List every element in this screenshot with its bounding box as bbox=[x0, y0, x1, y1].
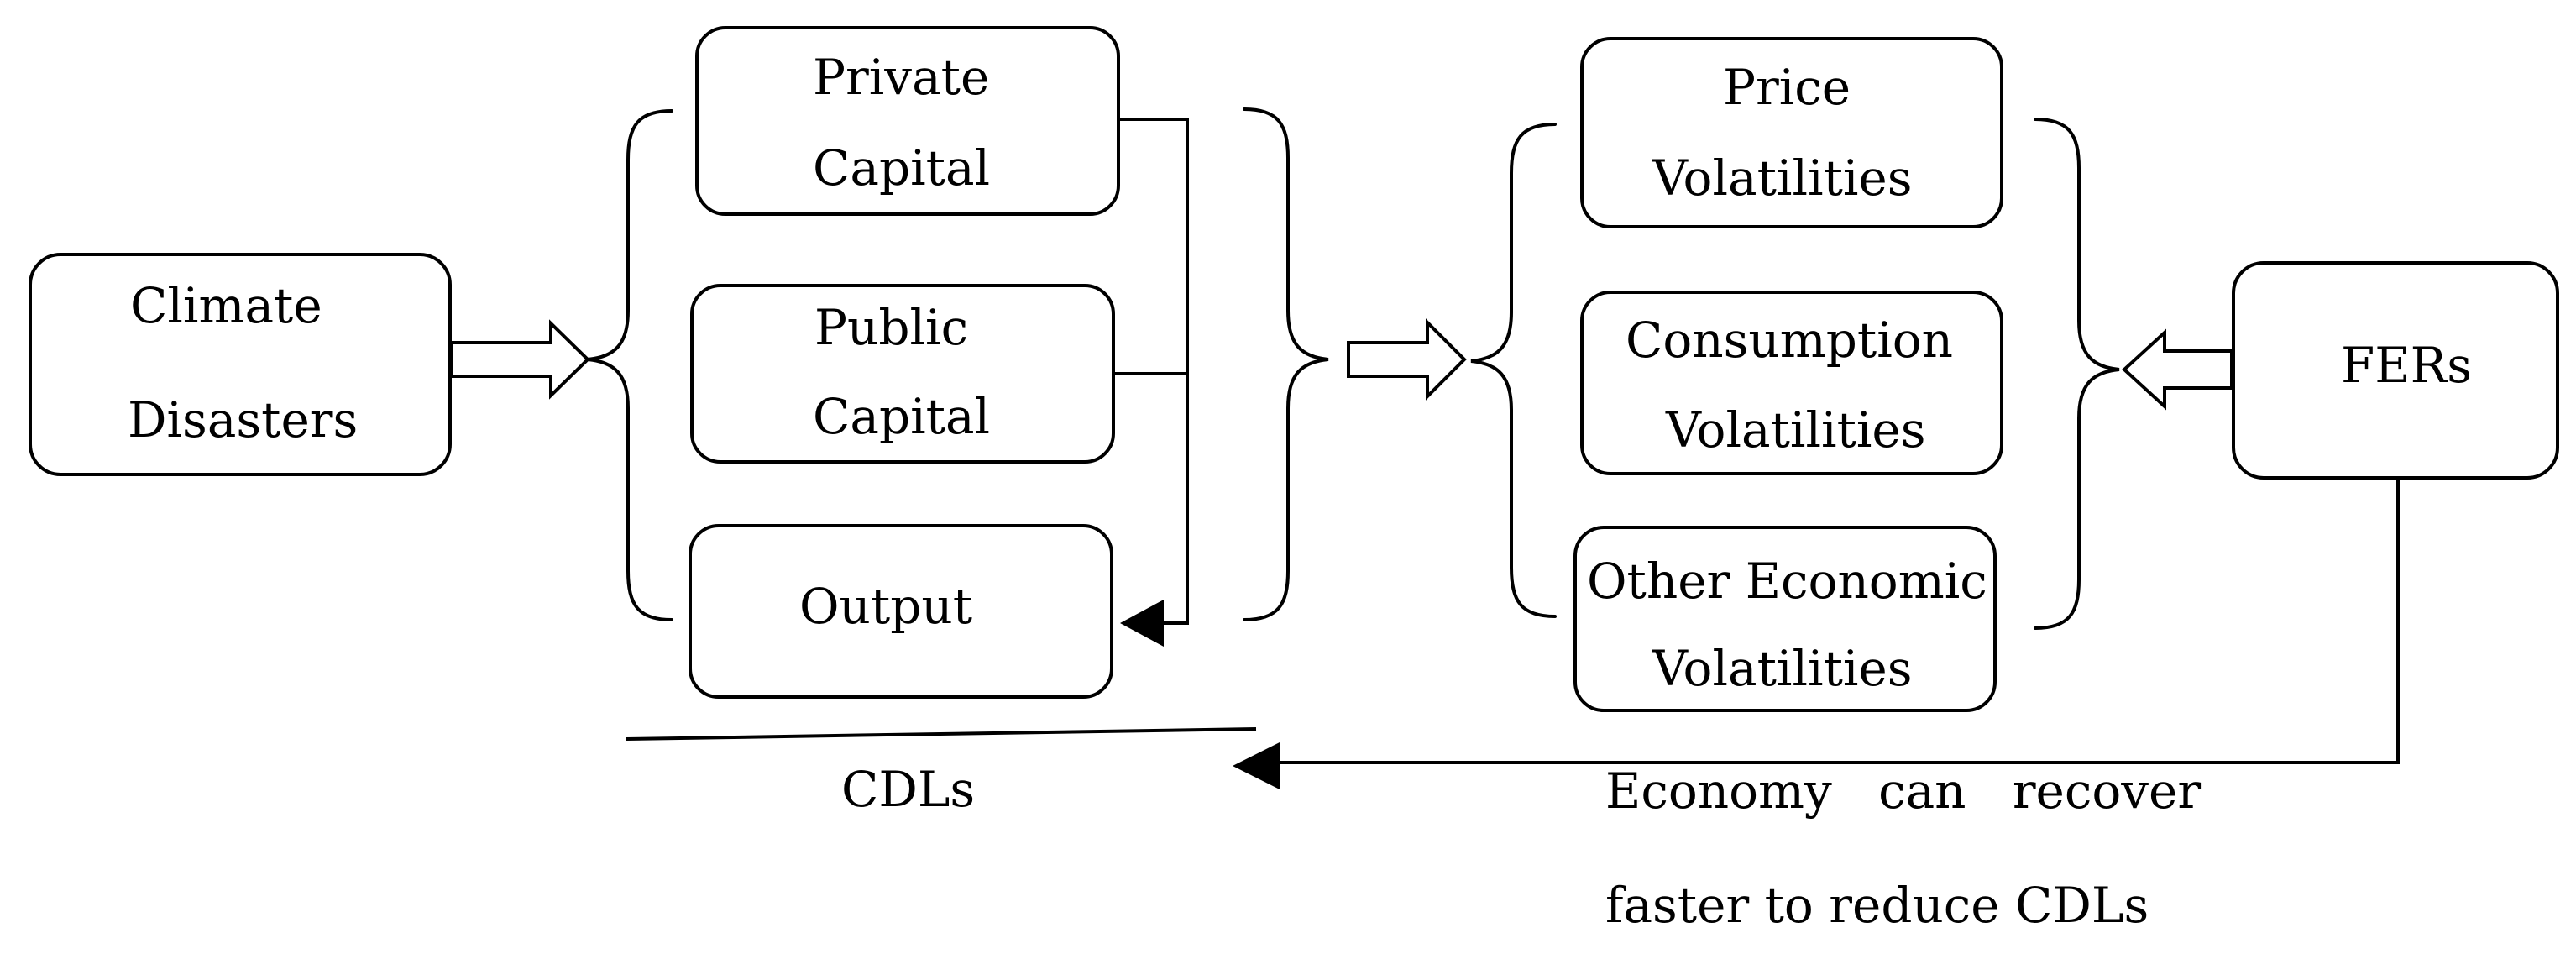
arrow-impacts-to-volatilities bbox=[1347, 318, 1467, 401]
arrowhead-to-cdls bbox=[1233, 742, 1280, 789]
left-brace-impacts bbox=[587, 109, 673, 621]
consumption-volatilities-node: Consumption Volatilities bbox=[1580, 291, 2003, 475]
recovery-note-line1: Economy can recover bbox=[1605, 763, 2201, 820]
climate-disasters-label-line1: Climate bbox=[130, 277, 322, 334]
cdls-label: CDLs bbox=[841, 761, 975, 818]
climate-disasters-label-line2: Disasters bbox=[128, 391, 358, 448]
price-volatilities-label-line1: Price bbox=[1723, 59, 1851, 116]
public-capital-label-line2: Capital bbox=[813, 388, 990, 445]
left-brace-volatilities bbox=[1470, 123, 1557, 618]
climate-disasters-node: Climate Disasters bbox=[29, 253, 452, 476]
price-volatilities-label-line2: Volatilities bbox=[1652, 149, 1913, 207]
arrowhead-to-output bbox=[1120, 600, 1164, 647]
recovery-note-line2: faster to reduce CDLs bbox=[1605, 877, 2149, 934]
arrow-fers-to-volatilities bbox=[2122, 328, 2233, 411]
output-label: Output bbox=[799, 578, 972, 635]
consumption-volatilities-label-line2: Volatilities bbox=[1665, 401, 1926, 459]
public-capital-node: Public Capital bbox=[690, 284, 1115, 464]
connector-fers-to-cdls bbox=[1276, 478, 2400, 764]
right-brace-volatilities bbox=[2034, 118, 2120, 630]
output-node: Output bbox=[689, 524, 1113, 699]
price-volatilities-node: Price Volatilities bbox=[1580, 37, 2003, 228]
other-volatilities-node: Other Economic Volatilities bbox=[1573, 526, 1997, 712]
private-capital-node: Private Capital bbox=[695, 26, 1120, 216]
private-capital-label-line2: Capital bbox=[813, 139, 990, 197]
right-brace-impacts bbox=[1243, 107, 1329, 621]
connector-vertical bbox=[1159, 119, 1189, 625]
fers-label: FERs bbox=[2341, 337, 2472, 394]
public-capital-label-line1: Public bbox=[814, 299, 968, 356]
fers-node: FERs bbox=[2232, 261, 2559, 480]
other-volatilities-label-line2: Volatilities bbox=[1652, 640, 1913, 697]
cdls-underline bbox=[626, 727, 1257, 741]
arrow-climate-to-impacts bbox=[450, 319, 590, 400]
private-capital-label-line1: Private bbox=[813, 49, 989, 106]
consumption-volatilities-label-line1: Consumption bbox=[1626, 312, 1953, 369]
other-volatilities-label-line1: Other Economic bbox=[1587, 553, 1987, 610]
